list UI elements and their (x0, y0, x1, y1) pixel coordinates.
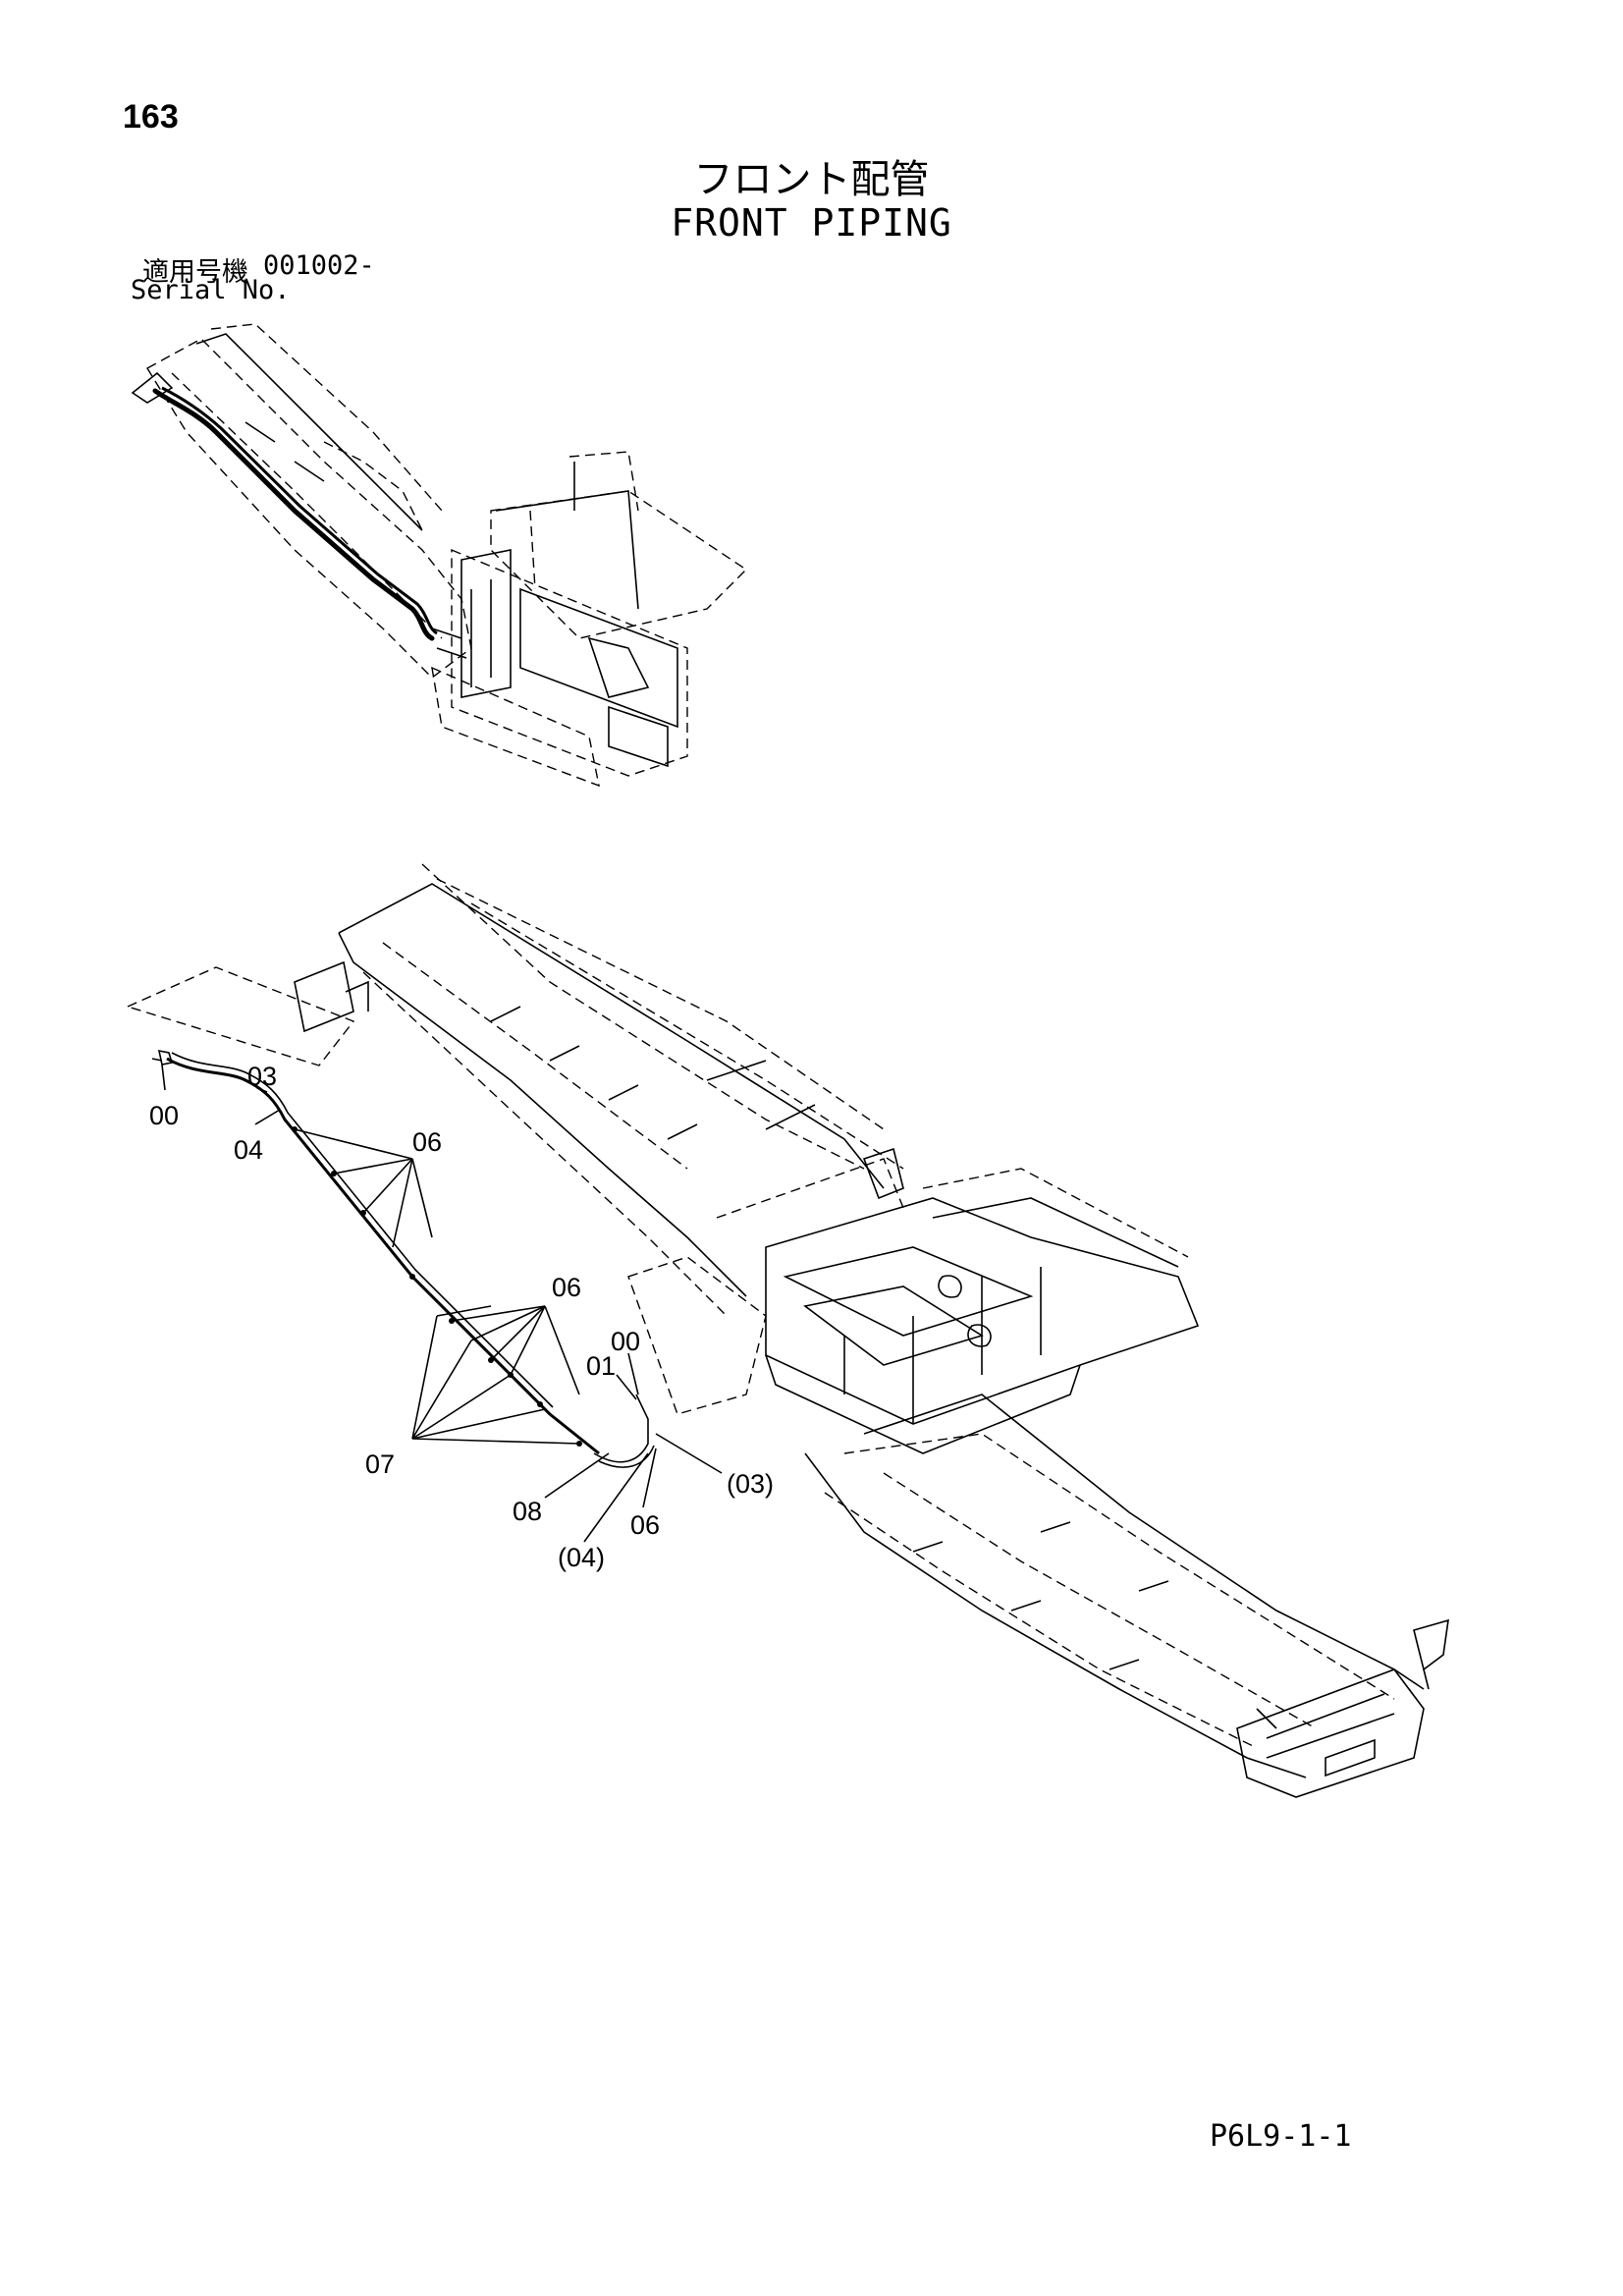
drawing-code: P6L9-1-1 (1210, 2119, 1352, 2154)
callout-04-top: 04 (234, 1135, 263, 1165)
serial-label-english: Serial No. (131, 275, 291, 305)
callout-06-lower: 06 (630, 1510, 660, 1540)
callout-03-top: 03 (247, 1062, 277, 1091)
callout-01: 01 (586, 1351, 616, 1381)
callout-00-top: 00 (149, 1101, 179, 1130)
page-title-english: FRONT PIPING (671, 201, 952, 245)
serial-value: 001002- (263, 250, 375, 281)
overview-illustration (131, 323, 748, 788)
main-illustration (126, 863, 1449, 1798)
callout-06-upper: 06 (412, 1127, 442, 1157)
callout-04-parenthesized: (04) (558, 1543, 605, 1572)
page-title-japanese: フロント配管 (693, 157, 930, 202)
callout-07: 07 (365, 1449, 395, 1479)
page-number: 163 (123, 98, 179, 136)
callout-08: 08 (513, 1497, 542, 1526)
callout-06-middle: 06 (552, 1273, 581, 1302)
callout-00-middle: 00 (611, 1327, 640, 1356)
serial-label-japanese: 適用号機 (142, 257, 248, 288)
callout-03-parenthesized: (03) (727, 1469, 774, 1499)
